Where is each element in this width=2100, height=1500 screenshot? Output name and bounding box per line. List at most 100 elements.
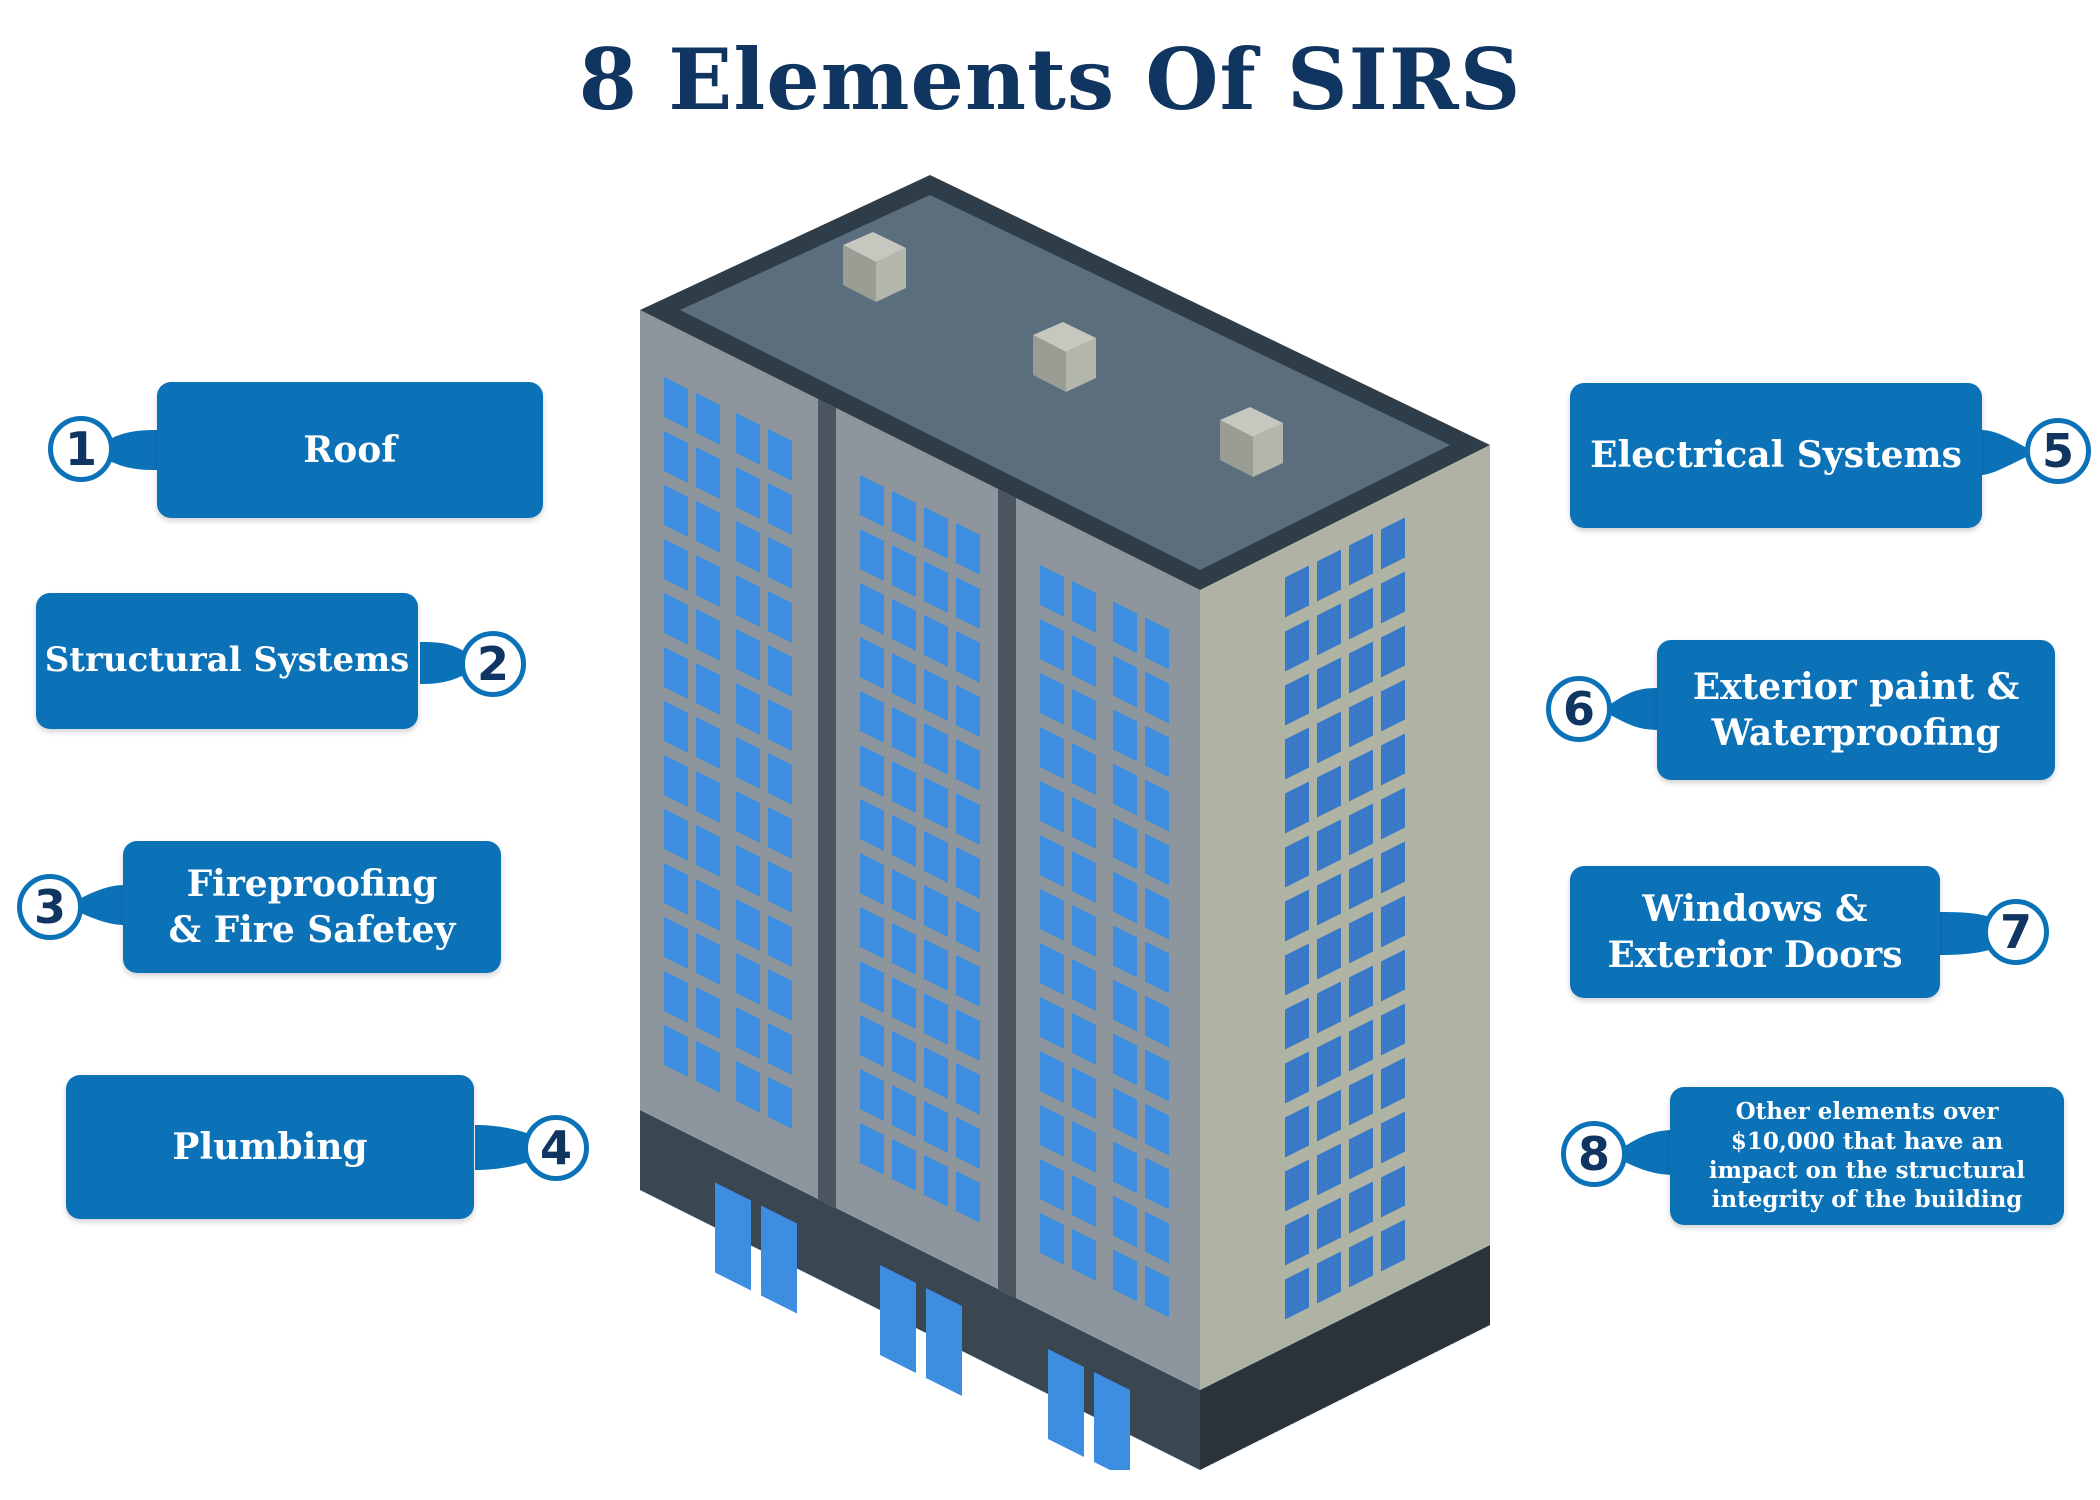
element-label-other-elements: Other elements over $10,000 that have an… [1708, 1098, 2026, 1214]
element-box-structural-systems: Structural Systems [36, 593, 418, 729]
element-box-plumbing: Plumbing [66, 1075, 474, 1219]
element-label-structural-systems: Structural Systems [44, 640, 410, 681]
element-label-fireproofing: Fireproofing & Fire Safetey [168, 862, 456, 951]
window-pane [1145, 617, 1169, 670]
window-pane [696, 1041, 720, 1093]
window-pane [892, 977, 916, 1029]
element-number-7: 7 [1983, 899, 2049, 965]
element-box-electrical-systems: Electrical Systems [1570, 383, 1982, 528]
window-pane [1040, 727, 1064, 779]
window-pane [1145, 725, 1169, 778]
window-pane [892, 653, 916, 705]
window-pane [1285, 1213, 1309, 1266]
window-pane [768, 1077, 792, 1129]
window-pane [664, 701, 688, 753]
window-pane [696, 501, 720, 553]
window-pane [1145, 887, 1169, 940]
window-pane [1145, 833, 1169, 886]
window-pane [1381, 517, 1405, 570]
window-pane [1072, 635, 1096, 687]
window-pane [1040, 1159, 1064, 1211]
window-pane [1349, 1181, 1373, 1234]
window-pane [768, 537, 792, 589]
roof-vent-3 [1220, 407, 1283, 477]
window-pane [1113, 1195, 1137, 1248]
window-pane [1113, 601, 1137, 654]
window-pane [1040, 943, 1064, 995]
window-pane [1113, 1141, 1137, 1194]
window-pane [1349, 749, 1373, 802]
window-pane [1285, 1159, 1309, 1212]
window-pane [1285, 727, 1309, 780]
window-pane [664, 755, 688, 807]
window-pane [1381, 787, 1405, 840]
window-pane [860, 1123, 884, 1175]
window-pane [924, 831, 948, 883]
window-pane [924, 561, 948, 613]
window-pane [1381, 733, 1405, 786]
window-pane [1040, 673, 1064, 725]
window-pane [1285, 781, 1309, 834]
window-pane [1113, 1249, 1137, 1302]
page-title: 8 Elements Of SIRS [578, 30, 1522, 129]
window-pane [860, 961, 884, 1013]
window-pane [860, 907, 884, 959]
window-pane [892, 1139, 916, 1191]
window-pane [956, 1009, 980, 1061]
window-pane [924, 777, 948, 829]
window-pane [1381, 571, 1405, 624]
window-pane [768, 483, 792, 535]
roof-vent-2 [1033, 322, 1096, 392]
entrance-door [1048, 1349, 1084, 1457]
window-pane [956, 1171, 980, 1223]
pillar-2 [998, 489, 1016, 1298]
element-number-1: 1 [48, 416, 114, 482]
window-pane [1040, 889, 1064, 941]
window-pane [860, 1015, 884, 1067]
window-pane [860, 583, 884, 635]
window-pane [860, 637, 884, 689]
entrance-door [761, 1205, 797, 1314]
window-pane [1317, 549, 1341, 602]
window-pane [664, 431, 688, 483]
roof-vent-1 [843, 232, 906, 302]
window-pane [768, 591, 792, 643]
pillar-1 [818, 399, 836, 1208]
window-pane [664, 539, 688, 591]
window-pane [1349, 1073, 1373, 1126]
window-pane [1113, 871, 1137, 924]
element-label-exterior-paint: Exterior paint & Waterproofing [1692, 665, 2020, 754]
window-pane [1381, 1003, 1405, 1056]
window-pane [1072, 581, 1096, 633]
building-base-right [1200, 1245, 1490, 1470]
window-pane [924, 1047, 948, 1099]
window-pane [736, 1061, 760, 1113]
window-pane [924, 939, 948, 991]
element-label-windows-doors: Windows & Exterior Doors [1607, 887, 1903, 976]
window-pane [1381, 1165, 1405, 1218]
window-pane [892, 1085, 916, 1137]
window-pane [1113, 763, 1137, 816]
window-pane [860, 799, 884, 851]
window-pane [1145, 1103, 1169, 1156]
window-pane [1072, 689, 1096, 741]
window-pane [956, 577, 980, 629]
window-pane [696, 555, 720, 607]
window-pane [1040, 1051, 1064, 1103]
window-pane [664, 485, 688, 537]
window-pane [1113, 1033, 1137, 1086]
window-pane [860, 529, 884, 581]
window-pane [768, 969, 792, 1021]
window-pane [860, 475, 884, 527]
window-pane [892, 491, 916, 543]
window-pane [1040, 1213, 1064, 1265]
window-pane [1381, 841, 1405, 894]
window-pane [924, 1155, 948, 1207]
window-pane [892, 923, 916, 975]
window-pane [768, 699, 792, 751]
window-pane [956, 739, 980, 791]
window-pane [956, 1117, 980, 1169]
window-pane [1040, 997, 1064, 1049]
window-pane [768, 645, 792, 697]
window-pane [696, 663, 720, 715]
